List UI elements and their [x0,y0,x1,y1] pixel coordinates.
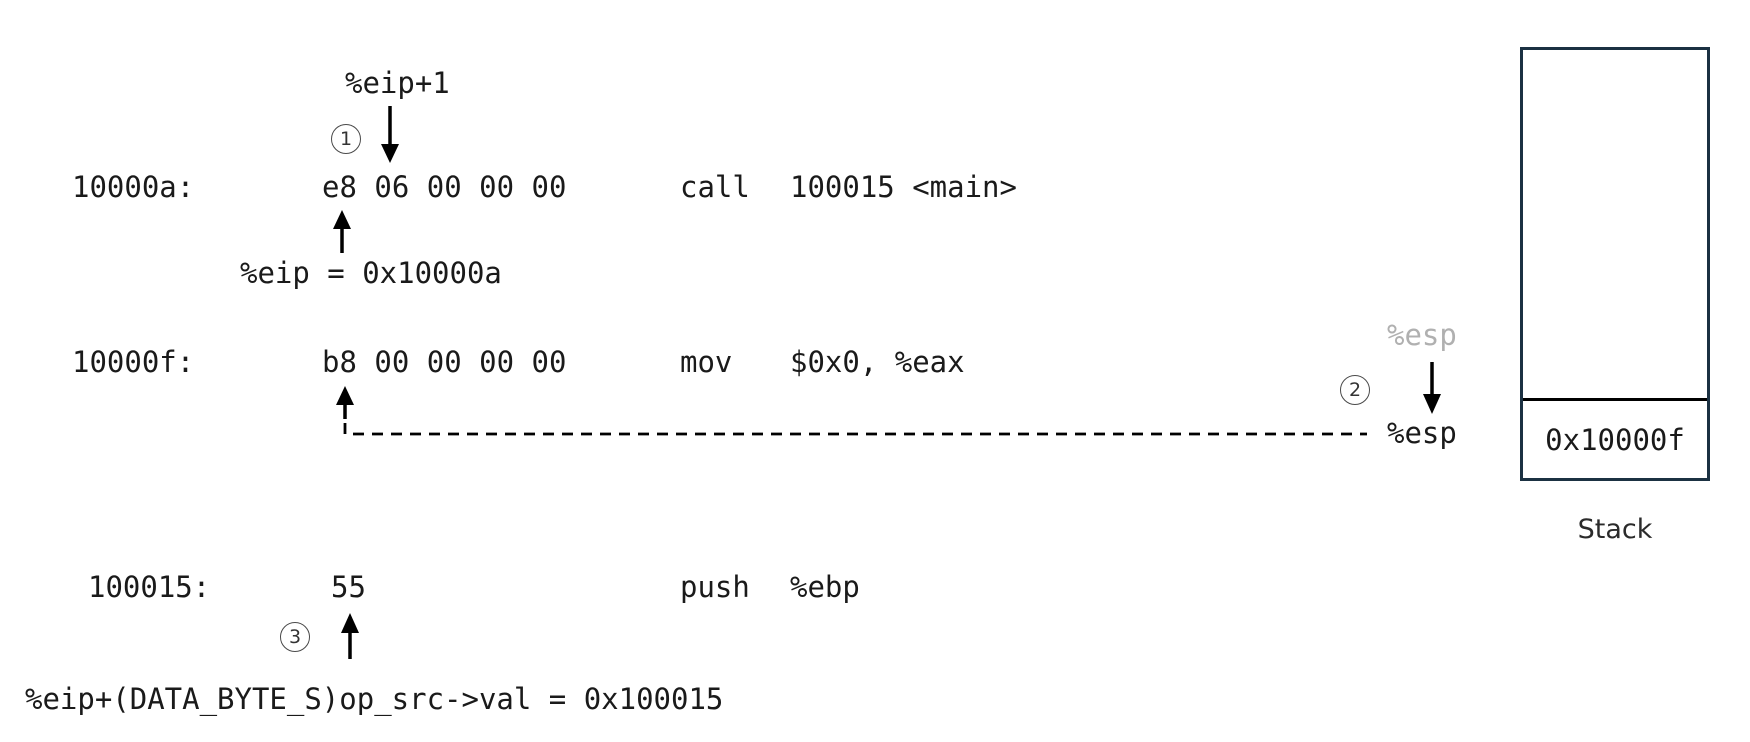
instr-address: 10000f: [72,345,195,379]
stack-cell-divider [1523,398,1707,401]
instr-bytes: b8 00 00 00 00 [322,345,567,379]
return-address-up-arrow [336,386,354,419]
step-1-badge: 1 [331,124,361,154]
step-2-badge: 2 [1340,375,1370,405]
instr-address: 100015: [88,570,211,604]
esp-new-label: %esp [1387,416,1457,450]
instr-mnemonic: call [680,170,750,204]
call-target-up-arrow [341,613,359,659]
instr-operands: $0x0, %eax [790,345,965,379]
stack-cell-value: 0x10000f [1545,422,1685,457]
esp-old-label: %esp [1387,318,1457,352]
instr-bytes: 55 [331,570,366,604]
eip-target-formula: %eip+(DATA_BYTE_S)op_src->val = 0x100015 [25,682,724,716]
instr-operands: %ebp [790,570,860,604]
eip-value-label: %eip = 0x10000a [240,256,502,290]
eip-up-arrow [333,210,351,253]
stack-box: 0x10000f [1520,47,1710,481]
esp-dashed-connector [343,423,1367,436]
eip-plus-one-label: %eip+1 [345,66,450,100]
instr-bytes: e8 06 00 00 00 [322,170,567,204]
instr-address: 10000a: [72,170,195,204]
instr-operands: 100015 <main> [790,170,1017,204]
instr-mnemonic: push [680,570,750,604]
instr-mnemonic: mov [680,345,733,379]
stack-label: Stack [1577,514,1653,545]
eip-plus-one-down-arrow [381,106,399,163]
esp-down-arrow [1423,362,1441,414]
step-3-badge: 3 [280,622,310,652]
